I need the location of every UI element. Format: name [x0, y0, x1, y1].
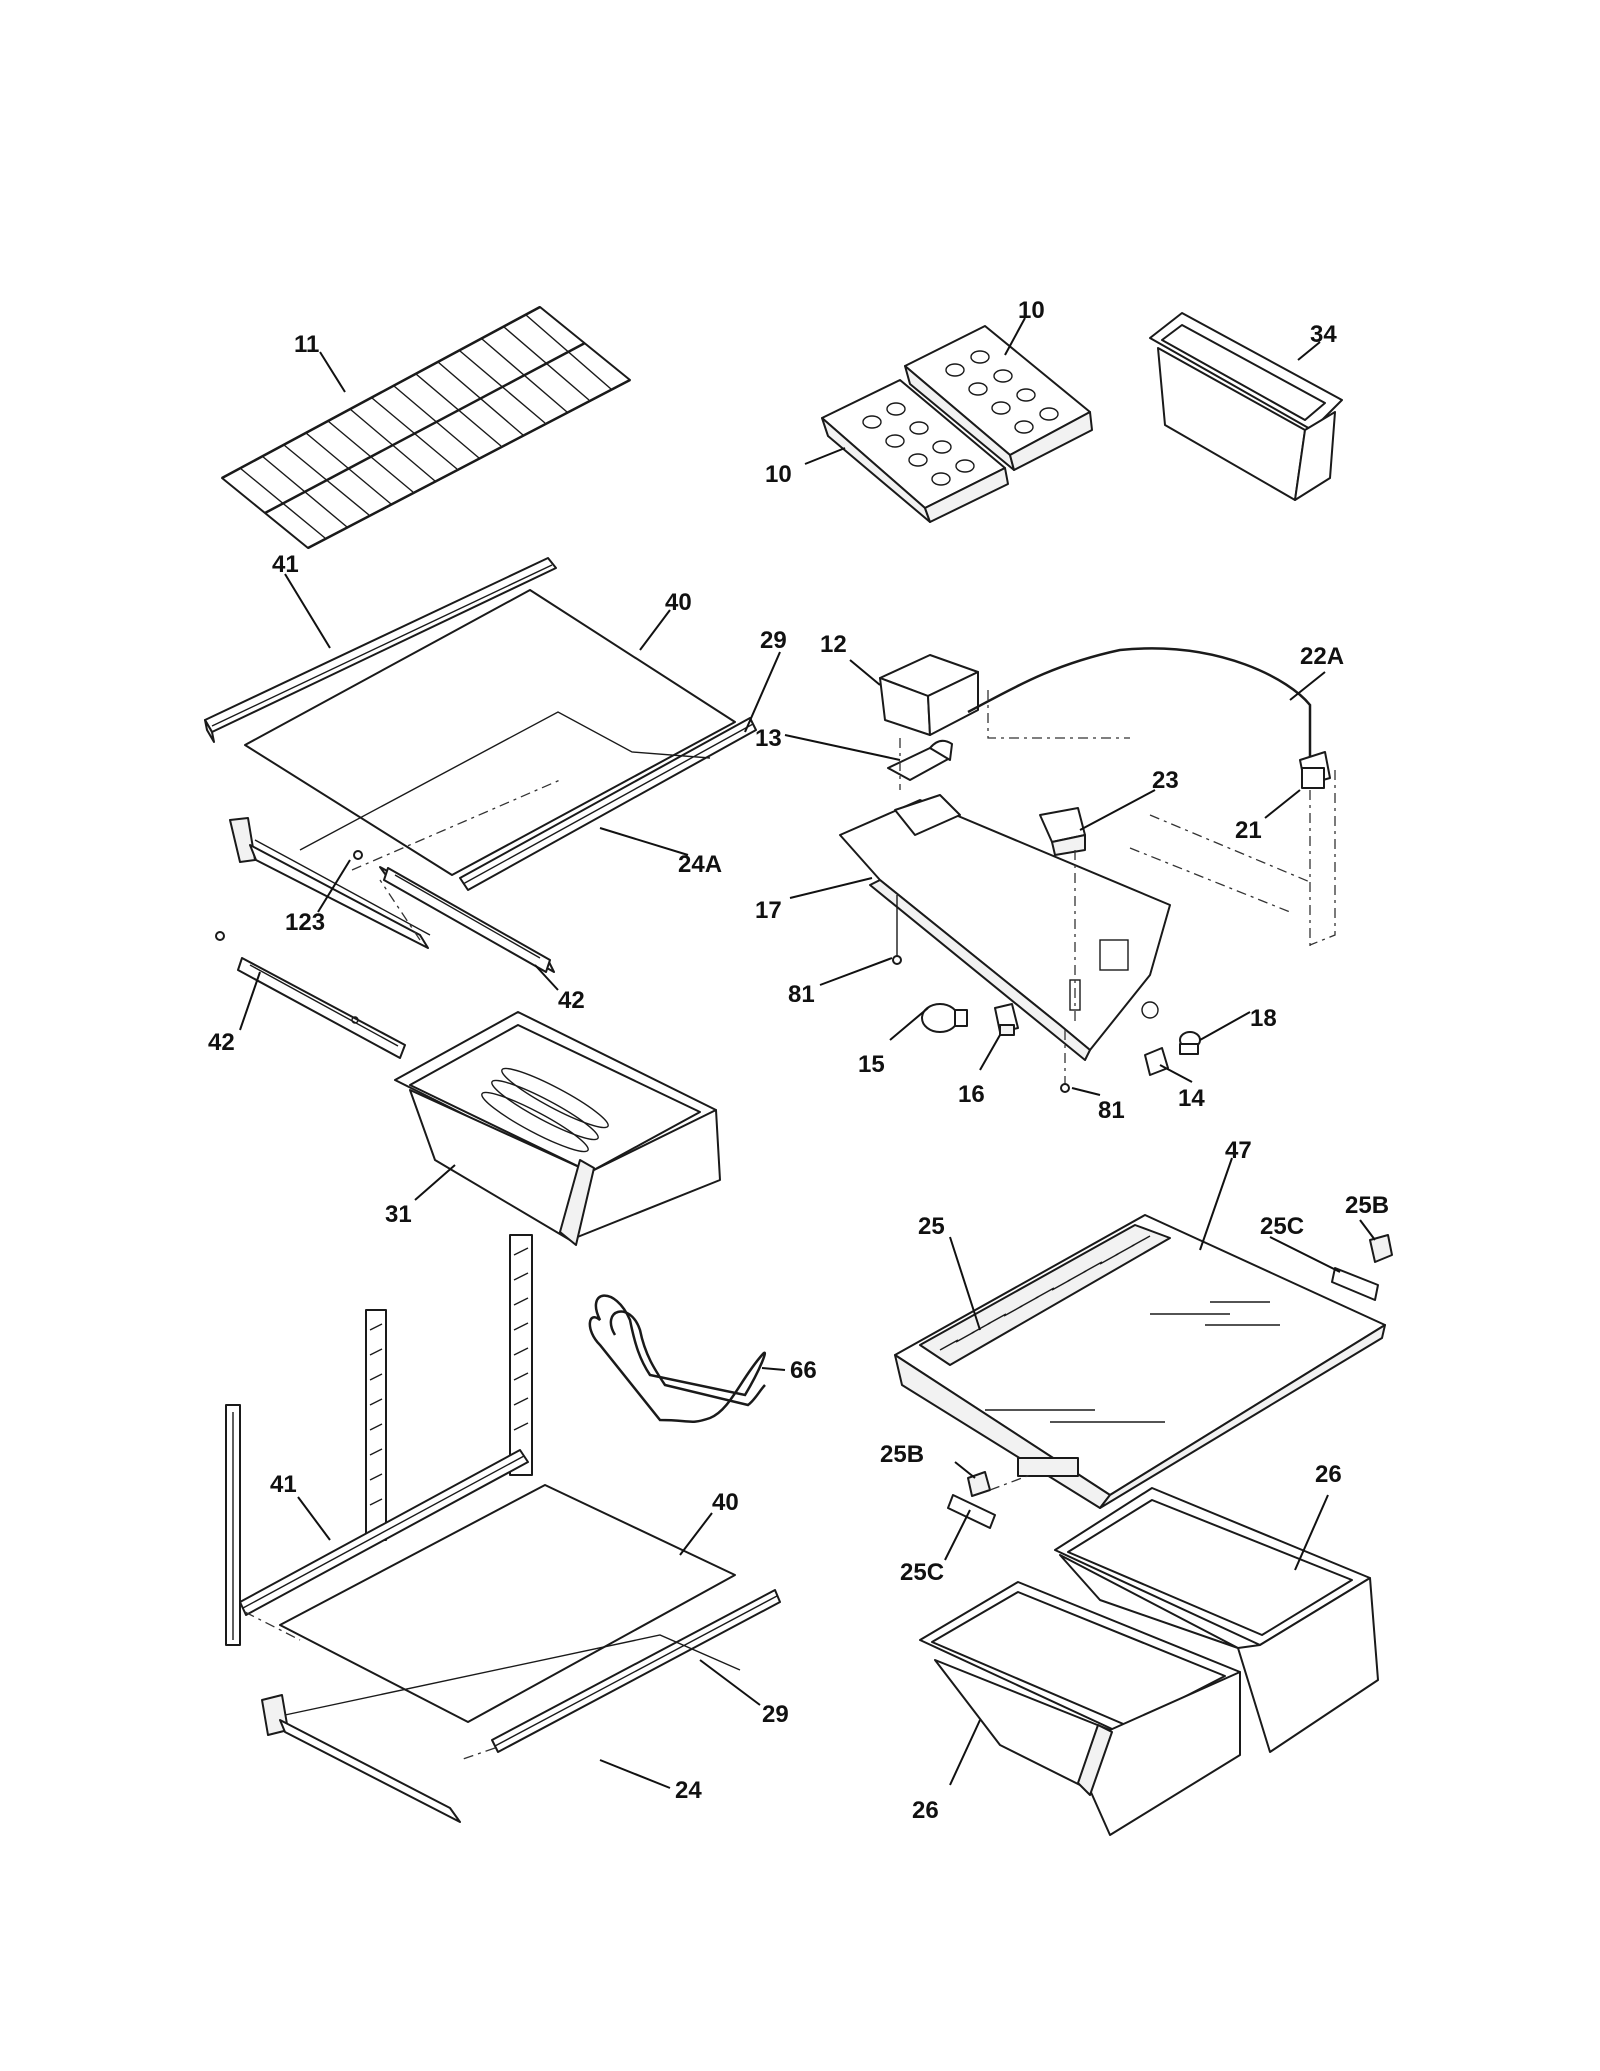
label-25: 25: [918, 1213, 945, 1240]
ice-chute-12: [879, 654, 979, 736]
label-16: 16: [958, 1081, 985, 1108]
label-26-upper: 26: [1315, 1461, 1342, 1488]
dispenser-housing-17: [839, 794, 1171, 1061]
label-41-upper: 41: [272, 551, 299, 578]
shelf-bracket-left: [237, 957, 406, 1059]
shelf-ladder-rail-middle: [365, 1309, 387, 1541]
label-23: 23: [1152, 767, 1179, 794]
damper-harness-22A: [967, 647, 1331, 786]
label-18: 18: [1250, 1005, 1277, 1032]
bulb-15: [921, 1003, 968, 1033]
screws-123: [215, 850, 363, 941]
label-24A: 24A: [678, 851, 722, 878]
label-25C-upper: 25C: [1260, 1213, 1304, 1240]
trim-25C-upper: [1331, 1267, 1379, 1301]
label-47: 47: [1225, 1137, 1252, 1164]
label-10-top: 10: [1018, 297, 1045, 324]
label-22A: 22A: [1300, 643, 1344, 670]
trim-25C-lower: [947, 1474, 1031, 1529]
label-10-bottom: 10: [765, 461, 792, 488]
wire-shelf: [221, 305, 631, 550]
screw-81-upper: [892, 895, 902, 965]
label-24: 24: [675, 1777, 702, 1804]
lower-shelf-assembly: [239, 1449, 781, 1823]
label-26-lower: 26: [912, 1797, 939, 1824]
callout-labels: 11 10 10 34 41 40 29 12 22A 13 23 21 24A…: [208, 297, 1389, 1824]
label-25B-lower: 25B: [880, 1441, 924, 1468]
label-25B-upper: 25B: [1345, 1192, 1389, 1219]
ice-tray-lower: [821, 379, 1009, 523]
label-14: 14: [1178, 1085, 1205, 1112]
label-42-right: 42: [558, 987, 585, 1014]
shelf-ladder-rail-left: [225, 1404, 241, 1646]
crisper-drawer-front: [919, 1581, 1241, 1836]
label-41-lower: 41: [270, 1471, 297, 1498]
label-40-upper: 40: [665, 589, 692, 616]
connector-21: [1301, 767, 1325, 789]
thermostat-23: [1039, 807, 1086, 856]
ice-bucket: [1149, 312, 1343, 501]
label-12: 12: [820, 631, 847, 658]
ice-tray-upper: [904, 325, 1093, 471]
wine-rack: [588, 1294, 767, 1423]
plug-18: [1179, 1031, 1201, 1055]
label-17: 17: [755, 897, 782, 924]
label-25C-lower: 25C: [900, 1559, 944, 1586]
label-29-upper: 29: [760, 627, 787, 654]
label-29-lower: 29: [762, 1701, 789, 1728]
label-66: 66: [790, 1357, 817, 1384]
label-42-left: 42: [208, 1029, 235, 1056]
label-81-lower: 81: [1098, 1097, 1125, 1124]
dashed-guides-housing: [899, 690, 1336, 1025]
label-81-upper: 81: [788, 981, 815, 1008]
screw-81-lower: [1060, 1030, 1070, 1093]
label-31: 31: [385, 1201, 412, 1228]
label-11: 11: [294, 331, 319, 358]
shelf-ladder-rail-right: [509, 1234, 533, 1476]
label-13: 13: [755, 725, 782, 752]
label-15: 15: [858, 1051, 885, 1078]
leader-lines: [239, 317, 1376, 1789]
clip-25B-upper: [1369, 1234, 1393, 1263]
label-21: 21: [1235, 817, 1262, 844]
label-34: 34: [1310, 321, 1337, 348]
crisper-cover: [894, 1214, 1386, 1509]
label-123: 123: [285, 909, 325, 936]
crisper-drawer-rear: [1054, 1487, 1379, 1753]
meat-pan: [394, 1011, 721, 1246]
switch-14: [1144, 1047, 1169, 1076]
flapper-13: [887, 739, 953, 781]
shelf-bracket-right: [383, 867, 551, 973]
socket-16: [994, 1003, 1019, 1036]
label-40-lower: 40: [712, 1489, 739, 1516]
